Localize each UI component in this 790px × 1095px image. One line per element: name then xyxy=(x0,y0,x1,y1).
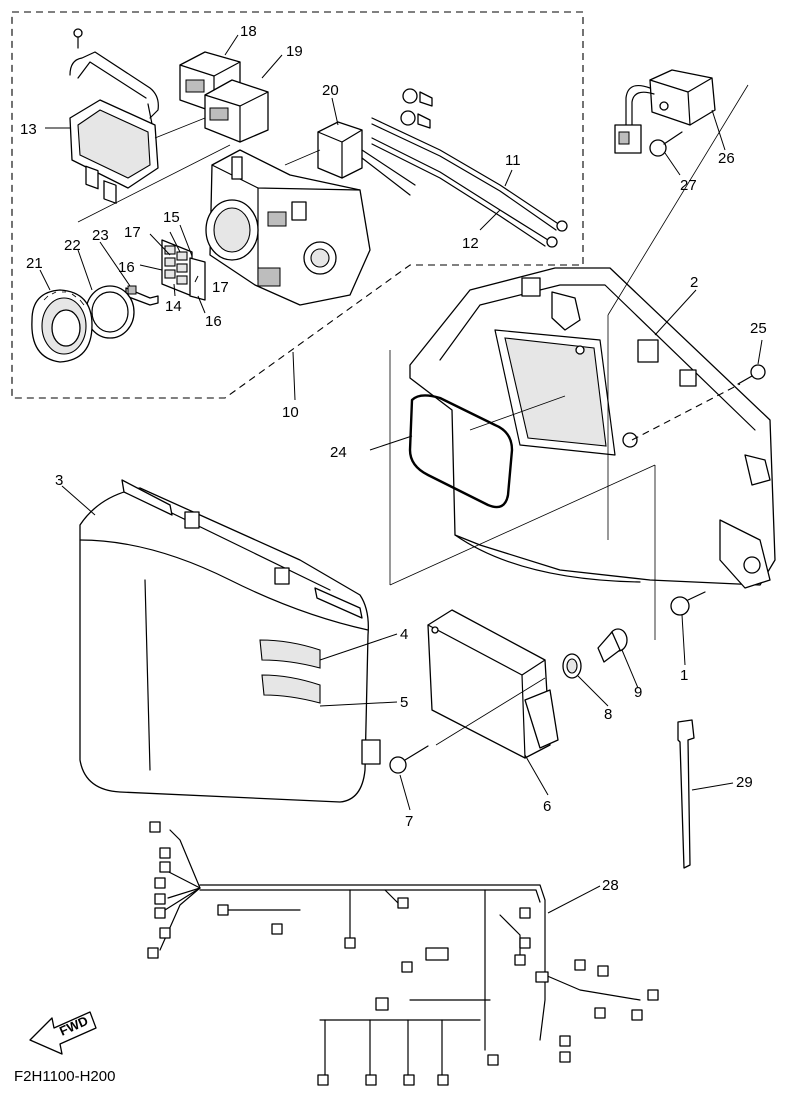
part-26-sensor xyxy=(614,69,716,154)
callout-16a: 16 xyxy=(118,259,135,276)
callout-21: 21 xyxy=(26,255,43,272)
callout-15: 15 xyxy=(163,209,180,226)
leader-lines xyxy=(39,34,763,914)
callout-1: 1 xyxy=(680,667,688,684)
callout-12: 12 xyxy=(462,235,479,252)
part-28-wire-harness xyxy=(147,821,659,1086)
assembly-group-10-outline xyxy=(11,11,584,399)
callout-18: 18 xyxy=(240,23,257,40)
callout-13: 13 xyxy=(20,121,37,138)
callout-27: 27 xyxy=(680,177,697,194)
callout-7: 7 xyxy=(405,813,413,830)
callout-8: 8 xyxy=(604,706,612,723)
callout-23: 23 xyxy=(92,227,109,244)
part-22-o-ring xyxy=(85,285,135,339)
part-7-bolt xyxy=(389,745,429,774)
callout-25: 25 xyxy=(750,320,767,337)
part-2-box-housing xyxy=(409,267,776,589)
part-13-cover xyxy=(69,28,159,204)
callout-17b: 17 xyxy=(212,279,229,296)
part-25-bolt xyxy=(737,364,766,385)
part-11-wire xyxy=(371,88,568,232)
part-21-cap xyxy=(31,289,93,363)
callout-14: 14 xyxy=(165,298,182,315)
part-24-gasket xyxy=(408,394,514,509)
callout-5: 5 xyxy=(400,694,408,711)
callout-6: 6 xyxy=(543,798,551,815)
part-8-grommet xyxy=(562,653,582,679)
callout-20: 20 xyxy=(322,82,339,99)
callout-3: 3 xyxy=(55,472,63,489)
part-1-bolt xyxy=(670,591,706,616)
part-12-wire xyxy=(371,110,558,248)
part-10-electrical-box-assembly xyxy=(205,149,371,306)
callout-28: 28 xyxy=(602,877,619,894)
callout-labels: 1 2 3 4 5 6 7 8 9 10 11 12 13 14 15 16 1… xyxy=(20,23,767,894)
callout-29: 29 xyxy=(736,774,753,791)
callout-22: 22 xyxy=(64,237,81,254)
callout-2: 2 xyxy=(690,274,698,291)
part-14-15-fuses xyxy=(161,239,206,301)
part-29-cable-tie xyxy=(677,719,695,869)
callout-11: 11 xyxy=(505,152,521,169)
callout-9: 9 xyxy=(634,684,642,701)
part-6-control-unit xyxy=(427,609,559,759)
callout-26: 26 xyxy=(718,150,735,167)
part-3-cover xyxy=(79,479,381,803)
callout-19: 19 xyxy=(286,43,303,60)
part-27-bolt xyxy=(649,131,683,157)
callout-16b: 16 xyxy=(205,313,222,330)
callout-10: 10 xyxy=(282,404,299,421)
callout-17a: 17 xyxy=(124,224,141,241)
part-20-sensor xyxy=(317,121,416,196)
diagram-code: F2H1100-H200 xyxy=(14,1068,115,1085)
part-9-collar xyxy=(597,628,628,663)
callout-4: 4 xyxy=(400,626,408,643)
callout-24: 24 xyxy=(330,444,347,461)
part-19-relay xyxy=(204,79,269,143)
forward-arrow-icon: FWD xyxy=(29,1011,97,1055)
